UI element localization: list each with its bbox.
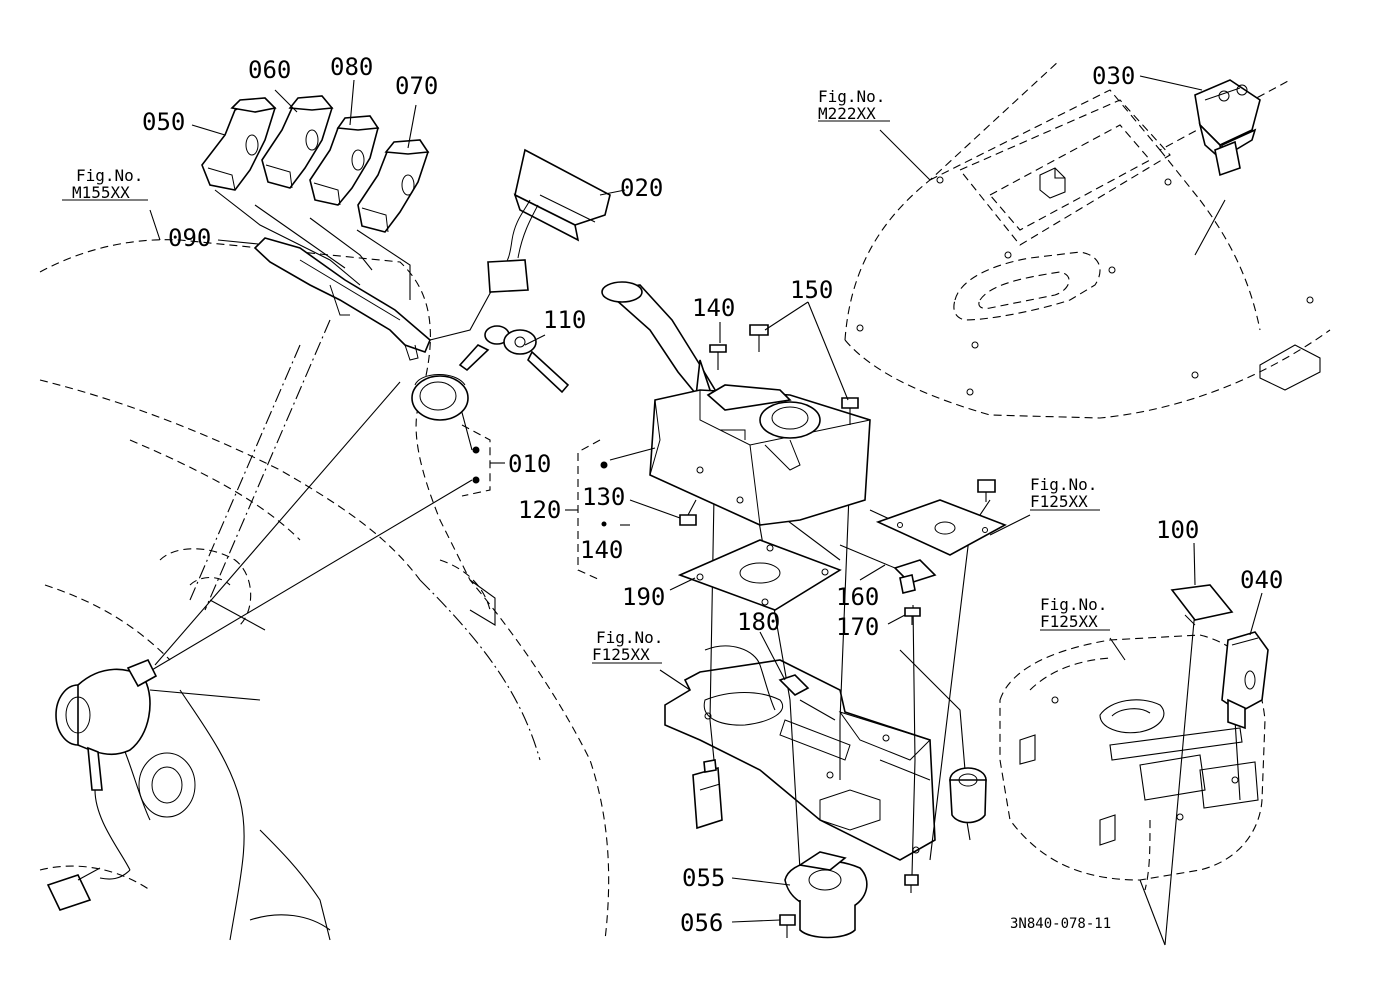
fig-ref-f125-upper-code: F125XX bbox=[1030, 492, 1088, 511]
switch-080 bbox=[309, 115, 380, 206]
label-140-top: 140 bbox=[692, 294, 735, 322]
label-090: 090 bbox=[168, 224, 211, 252]
switch-060 bbox=[261, 95, 334, 189]
sensor-bracket bbox=[839, 499, 1007, 594]
label-110: 110 bbox=[543, 306, 586, 334]
fig-ref-f125-right-code: F125XX bbox=[1040, 612, 1098, 631]
label-130: 130 bbox=[582, 483, 625, 511]
lever-assembly bbox=[601, 281, 871, 526]
label-020: 020 bbox=[620, 174, 663, 202]
label-100: 100 bbox=[1156, 516, 1199, 544]
cap-100 bbox=[1170, 584, 1234, 626]
connector-020 bbox=[487, 148, 611, 293]
label-050: 050 bbox=[142, 108, 185, 136]
fig-ref-f125-left-prefix: Fig.No. bbox=[596, 628, 663, 647]
lower-connector bbox=[692, 759, 723, 830]
label-180: 180 bbox=[737, 608, 780, 636]
fig-ref-f125-right-prefix: Fig.No. bbox=[1040, 595, 1107, 614]
left-dash-panel bbox=[39, 239, 610, 941]
figure-references: Fig.No. M155XX Fig.No. M222XX Fig.No. F1… bbox=[72, 87, 1107, 664]
switch-030 bbox=[1194, 79, 1261, 177]
switch-040 bbox=[1221, 631, 1269, 730]
label-140-bottom: 140 bbox=[580, 536, 623, 564]
assembly-lines bbox=[94, 189, 1241, 946]
fig-ref-m222-prefix: Fig.No. bbox=[818, 87, 885, 106]
label-170: 170 bbox=[836, 613, 879, 641]
fig-ref-m222-code: M222XX bbox=[818, 104, 876, 123]
label-056: 056 bbox=[680, 909, 723, 937]
plate-190 bbox=[677, 539, 842, 611]
drawing-number: 3N840-078-11 bbox=[1010, 916, 1111, 932]
screws bbox=[679, 324, 996, 938]
lower-right-cover bbox=[999, 634, 1266, 891]
fig-ref-m155-code: M155XX bbox=[72, 183, 130, 202]
label-070: 070 bbox=[395, 72, 438, 100]
socket bbox=[949, 767, 987, 824]
label-030: 030 bbox=[1092, 62, 1135, 90]
label-055: 055 bbox=[682, 864, 725, 892]
mounting-plate bbox=[664, 659, 936, 861]
upper-right-dash-panel bbox=[844, 59, 1331, 419]
label-150: 150 bbox=[790, 276, 833, 304]
key-ring bbox=[411, 374, 469, 421]
callout-labels: 050 060 080 070 090 020 110 010 140 150 … bbox=[142, 53, 1283, 937]
label-120: 120 bbox=[518, 496, 561, 524]
bracket-010 bbox=[461, 424, 505, 497]
label-190: 190 bbox=[622, 583, 665, 611]
bracket-120 bbox=[565, 439, 608, 581]
label-040: 040 bbox=[1240, 566, 1283, 594]
keys-110 bbox=[458, 325, 570, 394]
switch-050 bbox=[201, 97, 277, 191]
label-060: 060 bbox=[248, 56, 291, 84]
label-080: 080 bbox=[330, 53, 373, 81]
ignition-switch bbox=[46, 658, 158, 911]
callout-leaders bbox=[62, 75, 1263, 946]
fig-ref-m155-prefix: Fig.No. bbox=[76, 166, 143, 185]
label-010: 010 bbox=[508, 450, 551, 478]
part-055 bbox=[784, 851, 868, 939]
switch-070 bbox=[357, 139, 430, 233]
label-160: 160 bbox=[836, 583, 879, 611]
clip-180 bbox=[778, 674, 810, 696]
fig-ref-f125-left-code: F125XX bbox=[592, 645, 650, 664]
fig-ref-f125-upper-prefix: Fig.No. bbox=[1030, 475, 1097, 494]
bracket-090 bbox=[253, 237, 431, 361]
